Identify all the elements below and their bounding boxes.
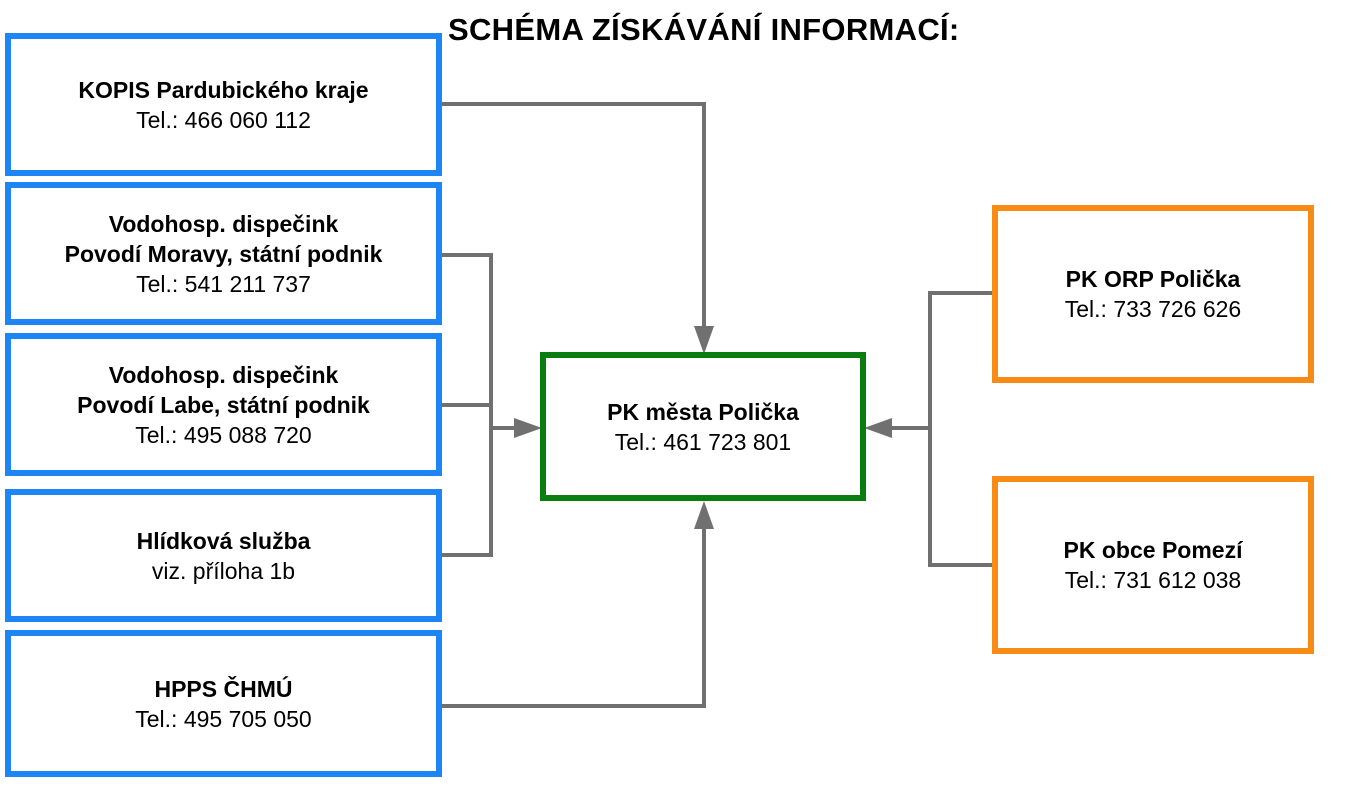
side-phone: Tel.: 731 612 038	[1064, 567, 1242, 593]
center-phone: Tel.: 461 723 801	[614, 428, 792, 455]
source-phone: Tel.: 466 060 112	[136, 106, 311, 133]
source-box-kopis: KOPIS Pardubického kraje Tel.: 466 060 1…	[5, 33, 442, 176]
diagram-title: SCHÉMA ZÍSKÁVÁNÍ INFORMACÍ:	[448, 12, 960, 47]
side-name: PK ORP Polička	[1065, 266, 1241, 292]
arrowhead-left	[514, 418, 542, 438]
connector-side-bracket	[928, 291, 996, 567]
center-box-pk-mesta-policka: PK města Polička Tel.: 461 723 801	[540, 352, 866, 501]
arrowhead-bottom	[694, 501, 714, 529]
source-name: Vodohosp. dispečink	[108, 361, 339, 388]
connector-kopis	[441, 102, 706, 330]
source-name: Vodohosp. dispečink	[108, 210, 339, 237]
side-box-pk-orp-policka: PK ORP Polička Tel.: 733 726 626	[992, 205, 1314, 383]
side-phone: Tel.: 733 726 626	[1064, 296, 1242, 322]
source-name: HPPS ČHMÚ	[154, 675, 293, 702]
source-name: Hlídková služba	[136, 527, 311, 554]
arrowhead-right	[864, 418, 892, 438]
source-phone: Tel.: 541 211 737	[136, 270, 311, 297]
arrowhead-top	[694, 326, 714, 354]
source-phone: Tel.: 495 088 720	[135, 421, 312, 448]
side-box-pk-obce-pomezi: PK obce Pomezí Tel.: 731 612 038	[992, 476, 1314, 654]
connector-hpps	[441, 525, 706, 708]
source-box-povodi-labe: Vodohosp. dispečink Povodí Labe, státní …	[5, 333, 442, 476]
source-note: viz. příloha 1b	[151, 557, 296, 584]
source-name-line2: Povodí Moravy, státní podnik	[64, 240, 383, 267]
source-box-hlidkova-sluzba: Hlídková služba viz. příloha 1b	[5, 489, 442, 622]
source-name: KOPIS Pardubického kraje	[78, 76, 369, 103]
source-box-povodi-moravy: Vodohosp. dispečink Povodí Moravy, státn…	[5, 182, 442, 325]
source-box-hpps-chmu: HPPS ČHMÚ Tel.: 495 705 050	[5, 630, 442, 777]
center-name: PK města Polička	[607, 398, 799, 425]
source-name-line2: Povodí Labe, státní podnik	[77, 391, 370, 418]
side-name: PK obce Pomezí	[1063, 537, 1243, 563]
source-phone: Tel.: 495 705 050	[135, 705, 312, 732]
